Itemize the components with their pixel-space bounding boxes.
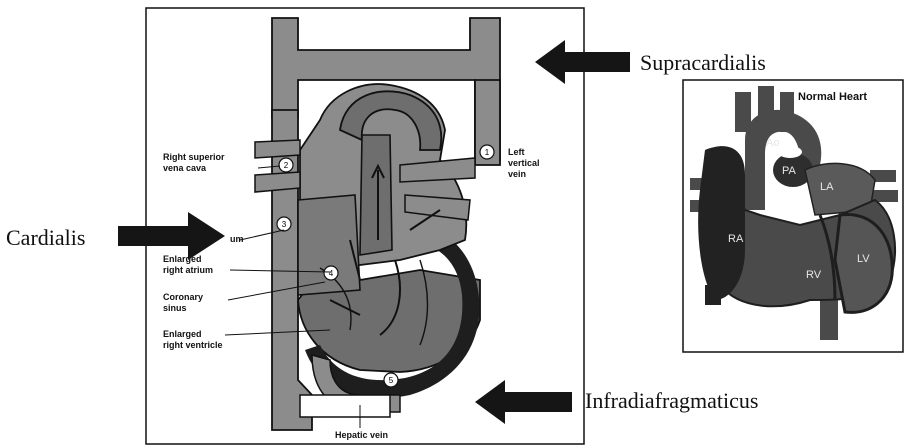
normal-heart-title: Normal Heart xyxy=(798,91,867,103)
marker-5: 5 xyxy=(384,373,398,387)
label-hepatic-vein: Hepatic vein xyxy=(335,430,388,440)
normal-ivc xyxy=(705,285,721,305)
normal-heart-panel: Normal Heart Ao PA xyxy=(683,80,903,352)
label-atrium-fragment: um xyxy=(230,234,244,244)
normal-label-rv: RV xyxy=(806,269,822,281)
marker-4: 4 xyxy=(324,266,338,280)
normal-label-pa: PA xyxy=(782,165,797,177)
marker-3: 3 xyxy=(277,217,291,231)
normal-right-atrium xyxy=(698,146,745,300)
normal-label-la: LA xyxy=(820,181,834,193)
svg-text:1: 1 xyxy=(485,148,490,157)
normal-label-lv: LV xyxy=(857,253,870,265)
normal-pa-lumen xyxy=(778,146,802,158)
main-diagram-panel: 1 2 3 4 5 xyxy=(146,8,584,444)
great-vessel-trunk xyxy=(360,135,392,255)
normal-label-ra: RA xyxy=(728,233,744,245)
label-infradiafragmaticus: Infradiafragmaticus xyxy=(585,388,758,413)
svg-text:3: 3 xyxy=(282,220,287,229)
label-cardialis: Cardialis xyxy=(6,225,85,250)
marker-2: 2 xyxy=(279,158,293,172)
label-supracardialis: Supracardialis xyxy=(640,50,766,75)
svg-text:5: 5 xyxy=(389,376,394,385)
normal-label-ao: Ao xyxy=(766,137,779,149)
svg-text:2: 2 xyxy=(284,161,289,170)
hepatic-vein-stub xyxy=(300,395,390,417)
marker-1: 1 xyxy=(480,145,494,159)
svg-text:4: 4 xyxy=(329,269,334,278)
